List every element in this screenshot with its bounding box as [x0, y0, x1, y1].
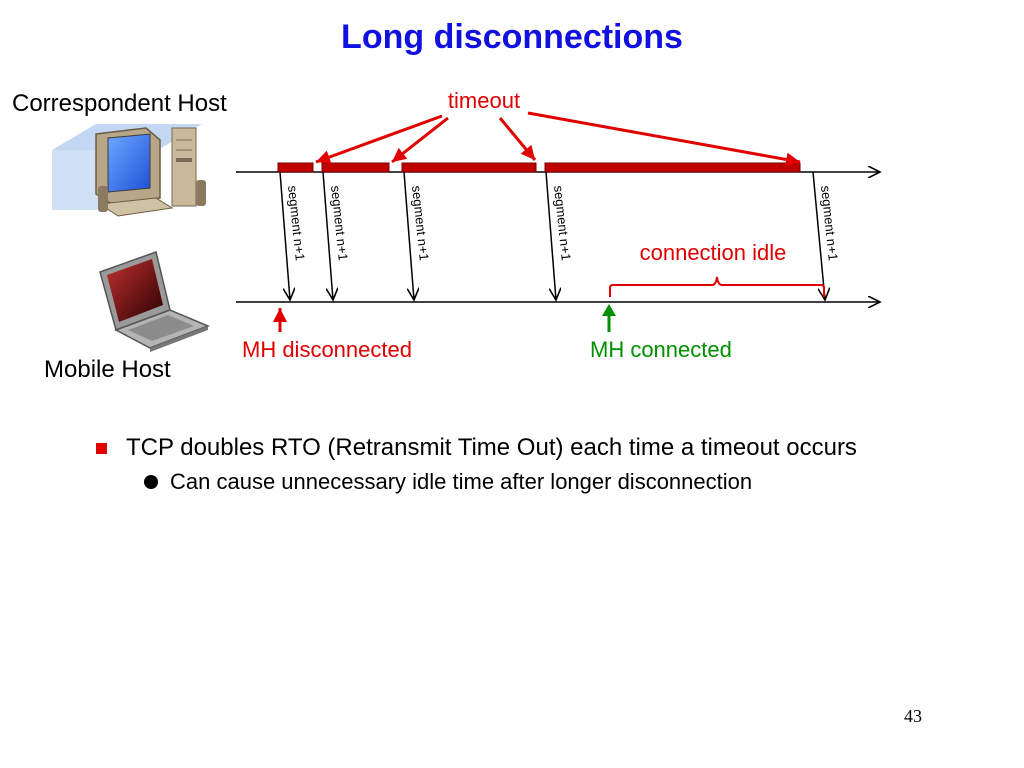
timeout-interval — [544, 162, 801, 173]
timeout-interval — [321, 162, 390, 173]
segment-arrows — [279, 171, 825, 300]
timeout-arrow — [391, 116, 449, 164]
square-bullet-icon — [96, 443, 107, 454]
idle-brace — [609, 276, 825, 297]
laptop-icon — [99, 251, 211, 352]
correspondent-host-label: Correspondent Host — [12, 90, 227, 117]
slide-title: Long disconnections — [341, 18, 683, 56]
timeout-interval — [277, 162, 314, 173]
page-number: 43 — [904, 706, 922, 726]
bullet-list: TCP doubles RTO (Retransmit Time Out) ea… — [92, 432, 932, 497]
mobile-host-label: Mobile Host — [44, 356, 171, 383]
connected-arrow-head — [602, 304, 616, 316]
segment-arrow — [279, 171, 290, 300]
sub-bullet-item: Can cause unnecessary idle time after lo… — [92, 467, 932, 497]
mh-disconnected-label: MH disconnected — [242, 337, 412, 362]
segment-label: segment n+1 — [409, 185, 432, 262]
connection-idle-label: connection idle — [640, 240, 787, 265]
segment-label: segment n+1 — [551, 185, 574, 262]
timeout-label: timeout — [448, 88, 520, 113]
desktop-computer-icon — [52, 124, 206, 217]
bullet-item: TCP doubles RTO (Retransmit Time Out) ea… — [92, 432, 932, 463]
dot-bullet-icon — [144, 475, 158, 489]
segment-arrow — [545, 171, 556, 300]
sub-bullet-text: Can cause unnecessary idle time after lo… — [170, 469, 753, 494]
segment-arrow — [403, 171, 414, 300]
timeout-interval — [401, 162, 537, 173]
mh-connected-label: MH connected — [590, 337, 732, 362]
timeout-arrows — [315, 111, 801, 167]
timeout-arrow — [527, 111, 801, 167]
bullet-text: TCP doubles RTO (Retransmit Time Out) ea… — [126, 434, 857, 461]
timeout-intervals — [277, 162, 801, 173]
timeout-arrow — [498, 117, 537, 161]
segment-arrow — [322, 171, 333, 300]
segment-label: segment n+1 — [285, 185, 308, 262]
segment-label: segment n+1 — [818, 185, 841, 262]
timeout-arrow — [315, 114, 443, 164]
segment-label: segment n+1 — [328, 185, 351, 262]
segment-arrow — [812, 171, 825, 300]
